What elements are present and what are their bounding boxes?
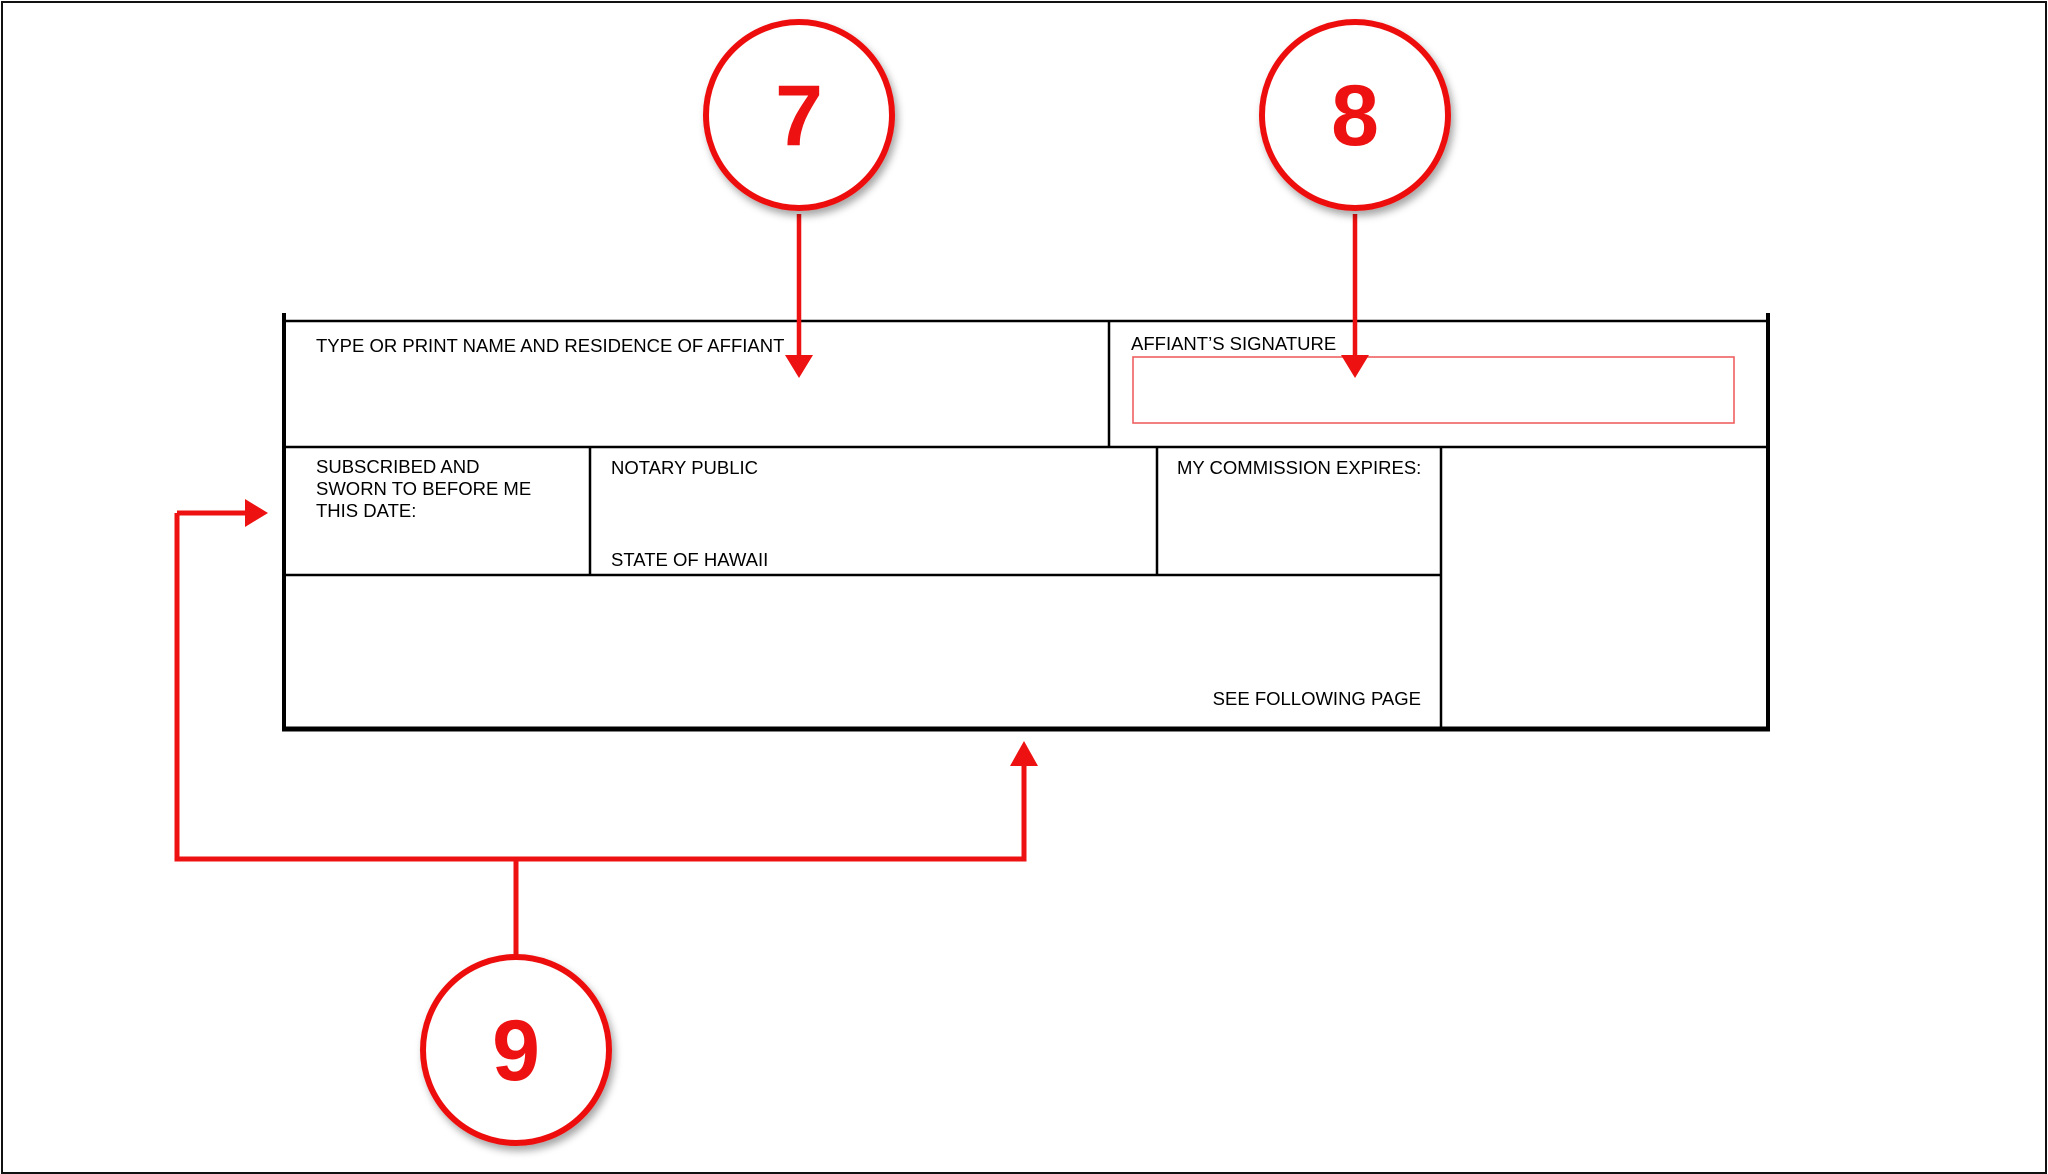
callout-9-up-arrowhead (1010, 741, 1038, 766)
callout-9-bracket (174, 513, 1027, 862)
notary-public-label: NOTARY PUBLIC (611, 457, 758, 478)
callout-9-number: 9 (492, 1003, 540, 1099)
callout-9-left-arrowhead (245, 499, 268, 527)
callout-7-circle (703, 19, 895, 211)
see-following-page-label: SEE FOLLOWING PAGE (1213, 688, 1421, 709)
callout-9: 9 (420, 954, 612, 1146)
notary-form-table (282, 313, 1770, 732)
callout-8-number: 8 (1331, 68, 1379, 164)
callout-9-circle (420, 954, 612, 1146)
subscribed-label-line2: SWORN TO BEFORE ME (316, 478, 531, 499)
subscribed-label-line3: THIS DATE: (316, 500, 416, 521)
state-of-hawaii-label: STATE OF HAWAII (611, 549, 768, 570)
affiant-signature-label: AFFIANT’S SIGNATURE (1131, 333, 1336, 354)
affiant-name-label: TYPE OR PRINT NAME AND RESIDENCE OF AFFI… (316, 335, 784, 356)
callout-arrows (174, 214, 1369, 956)
callout-8-circle (1259, 19, 1451, 211)
callout-8-arrowhead (1341, 355, 1369, 378)
affiant-signature-field[interactable] (1132, 356, 1735, 424)
callout-7-arrowhead (785, 355, 813, 378)
subscribed-label-line1: SUBSCRIBED AND (316, 456, 479, 477)
commission-expires-label: MY COMMISSION EXPIRES: (1177, 457, 1421, 478)
callout-7: 7 (703, 19, 895, 211)
callout-8: 8 (1259, 19, 1451, 211)
callout-7-number: 7 (775, 68, 823, 164)
